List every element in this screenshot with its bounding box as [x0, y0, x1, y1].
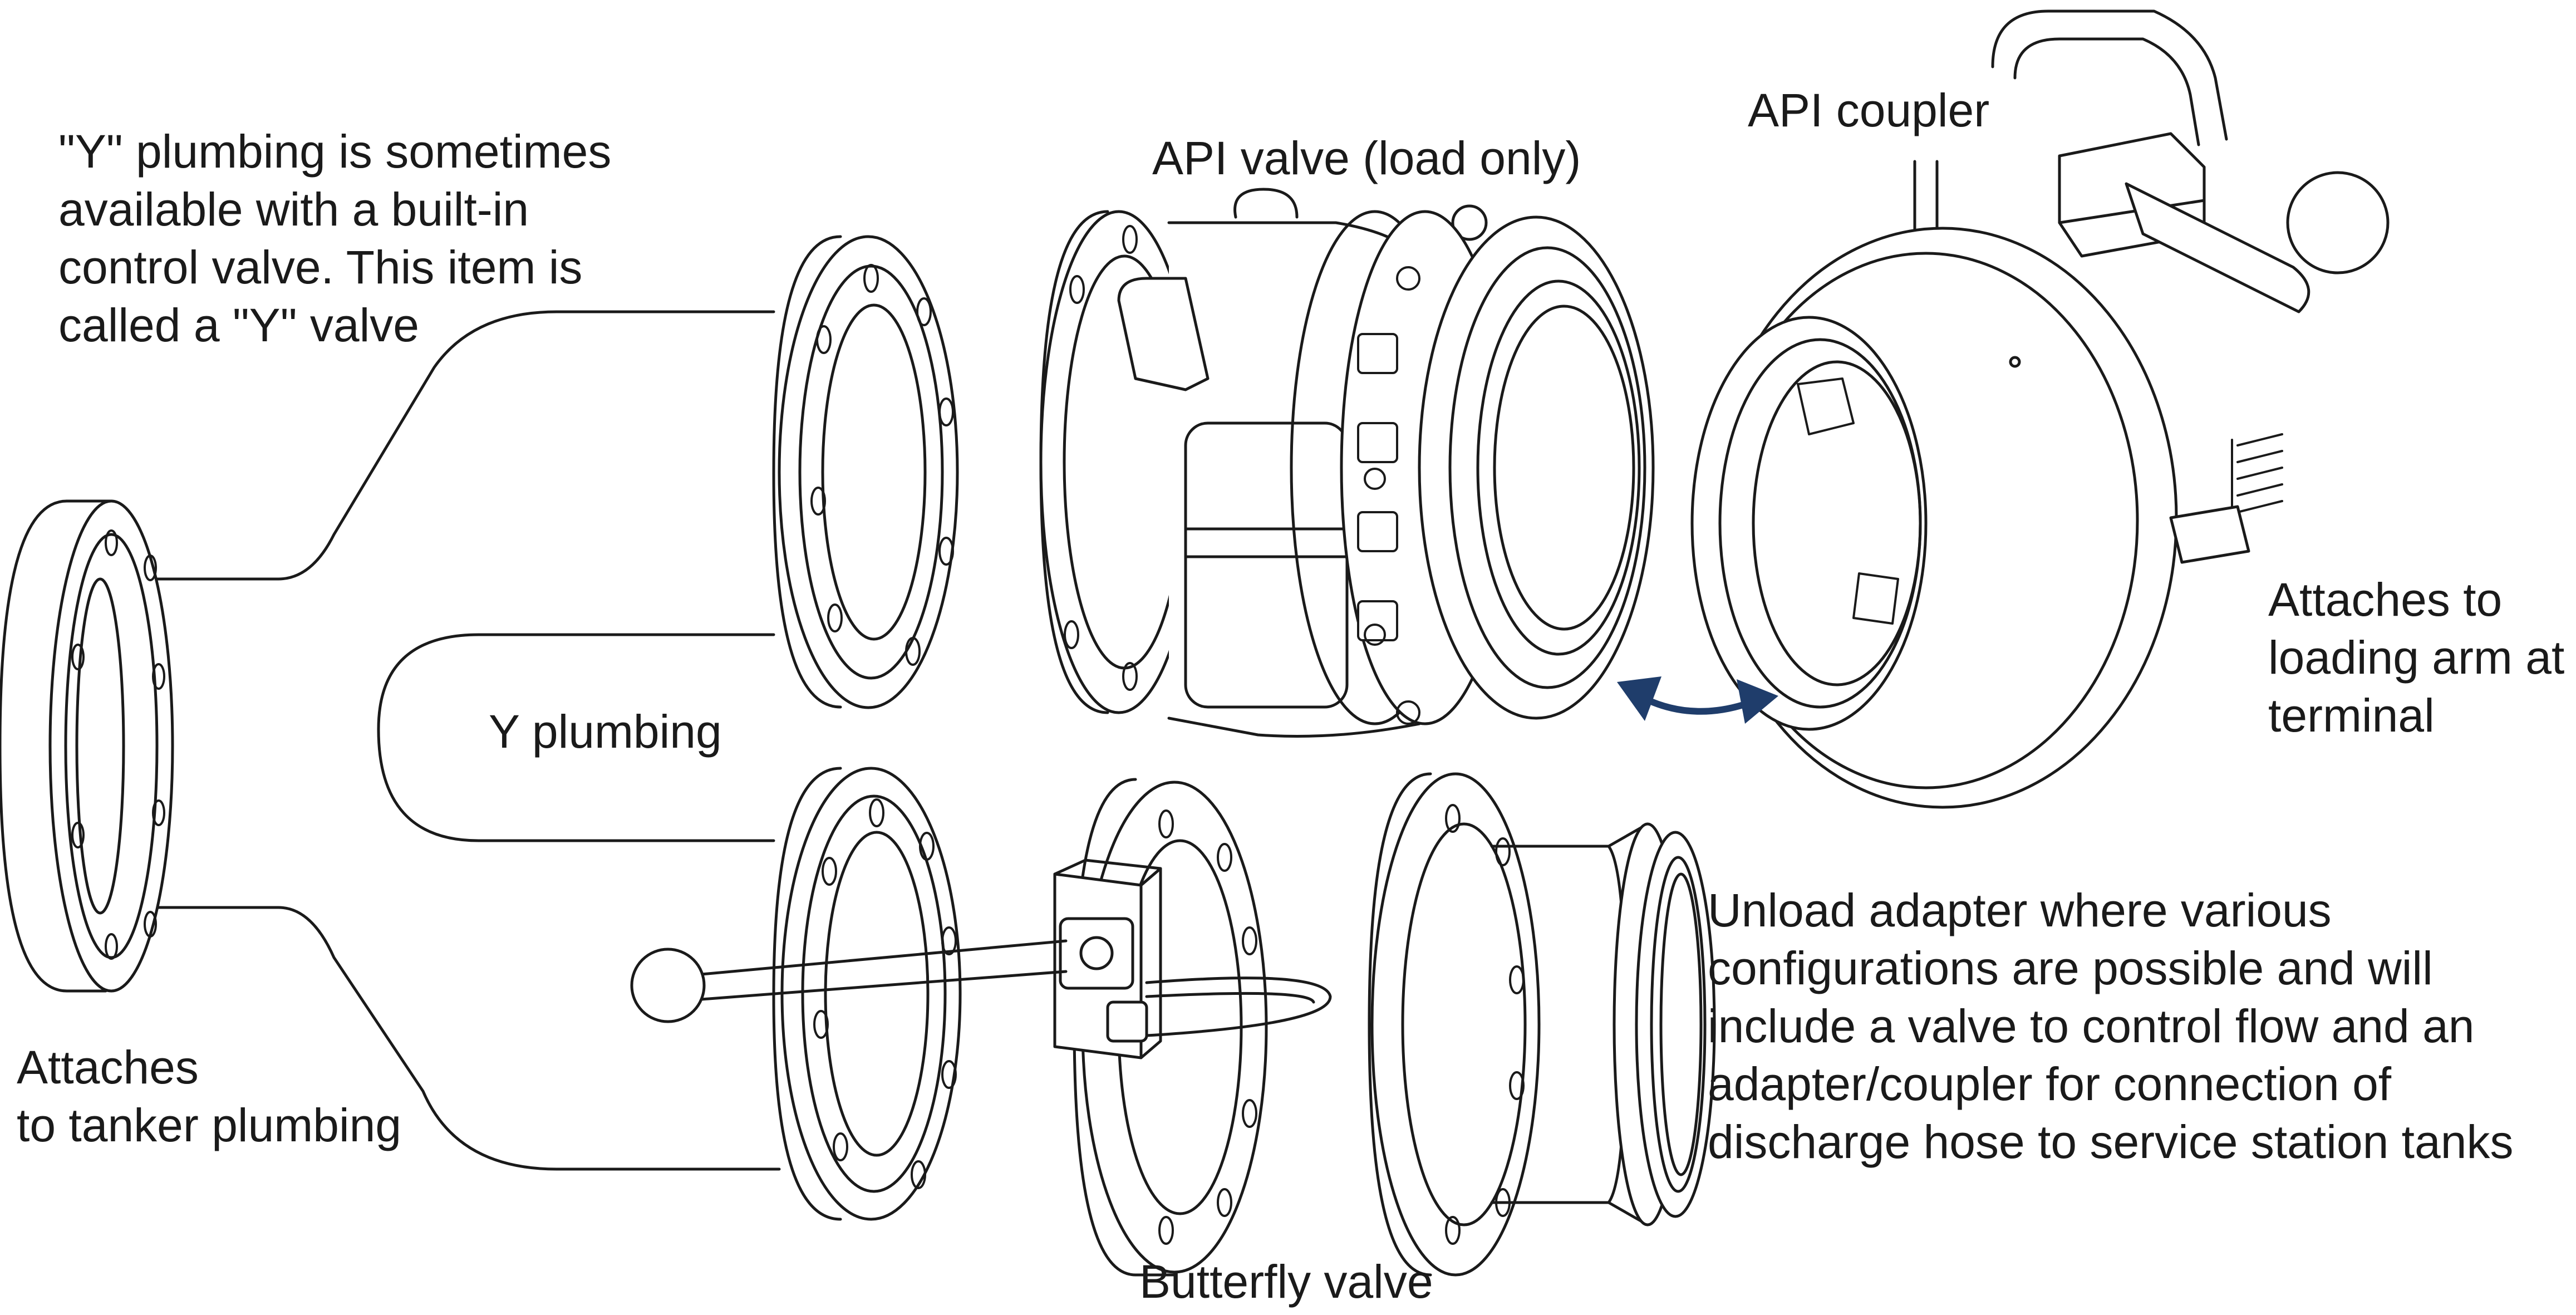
y-valve-note-line: available with a built-in — [58, 183, 529, 235]
connection-arrowheads — [1617, 676, 1778, 724]
y-valve-note: "Y" plumbing is sometimes available with… — [58, 122, 611, 354]
upper-y-flange — [772, 235, 959, 709]
unload-adapter-note-line: include a valve to control flow and an — [1708, 1000, 2475, 1052]
tanker-flange — [0, 499, 174, 993]
unload-adapter-note-line: adapter/coupler for connection of — [1708, 1058, 2392, 1110]
loading-arm-note-line: loading arm at — [2268, 631, 2565, 684]
tanker-note-line: to tanker plumbing — [17, 1099, 402, 1151]
unload-adapter-note: Unload adapter where various configurati… — [1708, 881, 2513, 1171]
y-plumbing-label: Y plumbing — [489, 705, 722, 758]
api-valve-label: API valve (load only) — [1152, 132, 1581, 184]
unload-adapter-note-line: Unload adapter where various — [1708, 884, 2332, 936]
api-coupler — [1690, 9, 2390, 809]
y-plumbing-body — [104, 310, 781, 1171]
loading-arm-note: Attaches to loading arm at terminal — [2268, 571, 2564, 744]
tanker-note-line: Attaches — [17, 1041, 199, 1093]
lower-y-flange — [772, 767, 962, 1221]
loading-arm-note-line: terminal — [2268, 689, 2435, 742]
connection-arrow-icon — [1636, 693, 1757, 715]
tanker-note: Attaches to tanker plumbing — [17, 1038, 401, 1154]
unload-adapter-note-line: configurations are possible and will — [1708, 942, 2433, 994]
api-valve — [1039, 188, 1655, 738]
api-coupler-label: API coupler — [1748, 84, 1990, 136]
y-valve-note-line: called a "Y" valve — [58, 299, 419, 351]
y-valve-note-line: "Y" plumbing is sometimes — [58, 125, 612, 178]
unload-adapter-note-line: discharge hose to service station tanks — [1708, 1116, 2514, 1168]
loading-arm-note-line: Attaches to — [2268, 573, 2503, 626]
flange-bolt-holes — [71, 529, 165, 960]
butterfly-valve-label: Butterfly valve — [1139, 1255, 1433, 1308]
butterfly-valve — [630, 778, 1332, 1277]
unload-adapter — [1368, 772, 1716, 1277]
y-valve-note-line: control valve. This item is — [58, 241, 583, 293]
